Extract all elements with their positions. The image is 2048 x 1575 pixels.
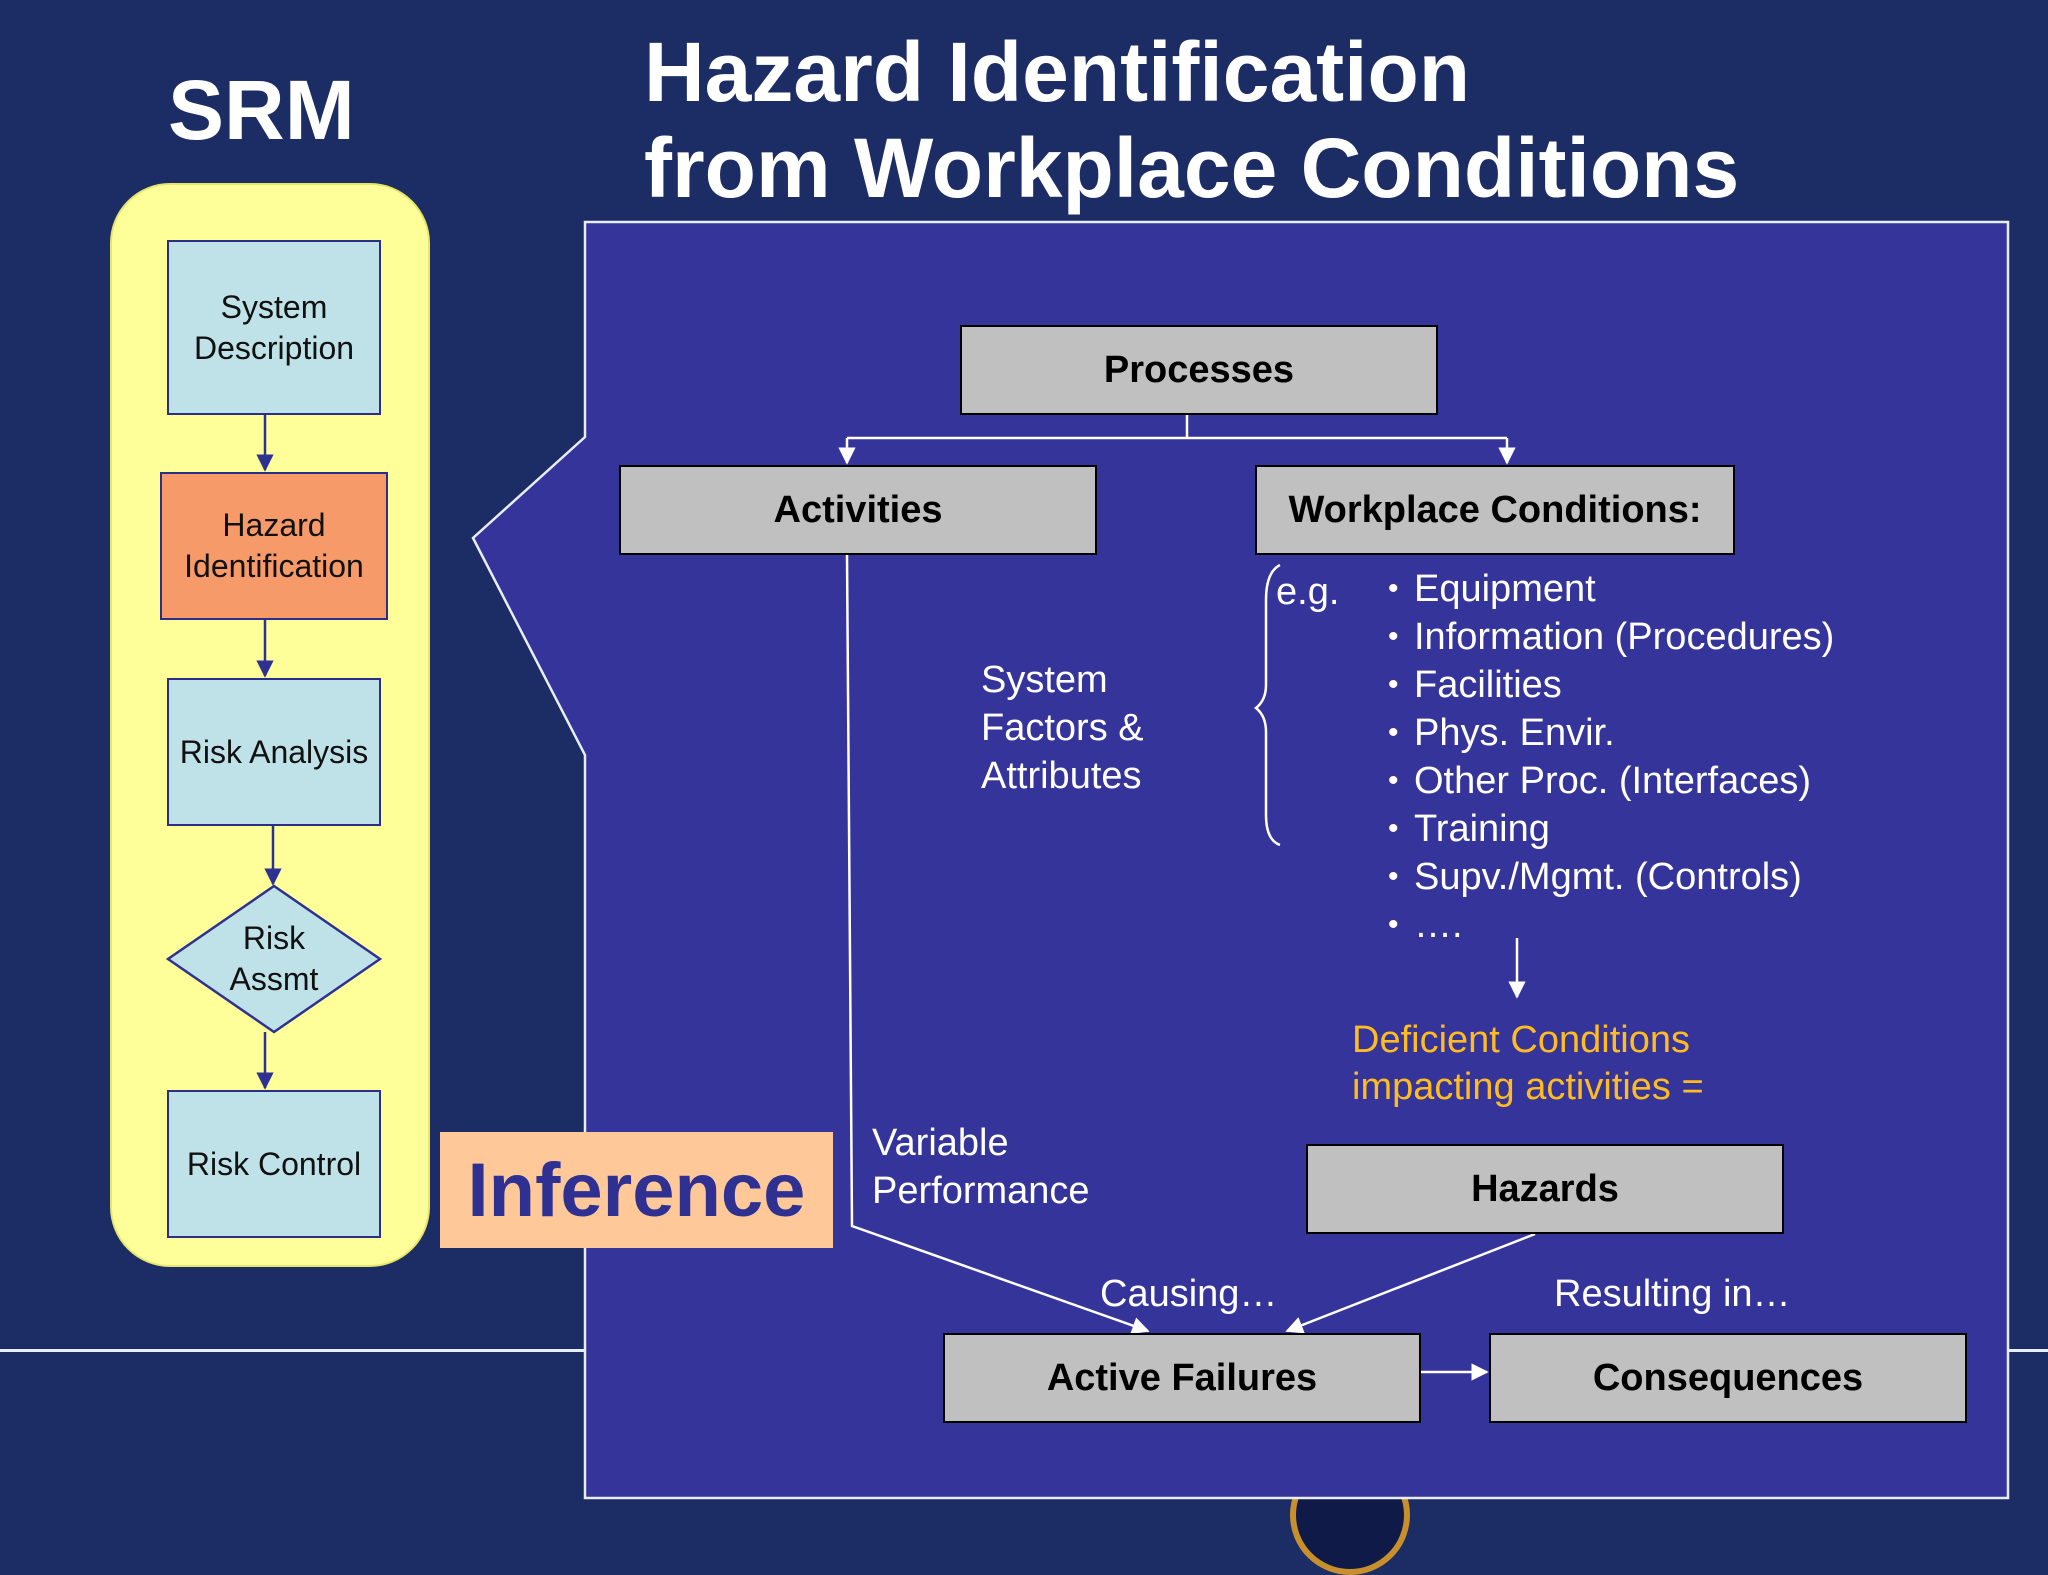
curly-brace [1254, 563, 1281, 847]
activities-to-active-failures [845, 554, 1150, 1334]
list-item-text: Supv./Mgmt. (Controls) [1414, 856, 1802, 898]
system-factors-label: System Factors & Attributes [981, 656, 1144, 800]
variable-line: Variable [872, 1122, 1009, 1164]
inference-box: Inference [440, 1132, 833, 1248]
active-failures-box: Active Failures [943, 1333, 1421, 1423]
srm-step-risk-analysis: Risk Analysis [167, 678, 381, 826]
inference-label: Inference [467, 1147, 806, 1233]
page-title-line-1: Hazard Identification [644, 25, 1471, 119]
eg-label: e.g. [1276, 571, 1340, 613]
list-item: •Other Proc. (Interfaces) [1388, 760, 1812, 802]
list-item-text: Facilities [1414, 664, 1562, 706]
list-item: •Information (Procedures) [1388, 616, 1835, 658]
hazards-to-active-failures [1285, 1232, 1536, 1334]
srm-step-risk-control: Risk Control [167, 1090, 381, 1238]
risk-assessment-diamond [165, 884, 383, 1034]
list-item: •…. [1388, 904, 1463, 946]
list-item-text: Other Proc. (Interfaces) [1414, 760, 1812, 802]
srm-step-risk-assessment: Risk Assmt [167, 886, 381, 1032]
variable-line: Performance [872, 1170, 1090, 1212]
srm-title: SRM [168, 63, 355, 157]
srm-step-hazard-identification: Hazard Identification [160, 472, 388, 620]
list-item-text: Training [1414, 808, 1550, 850]
list-item-text: Equipment [1414, 568, 1596, 610]
list-item: •Supv./Mgmt. (Controls) [1388, 856, 1802, 898]
list-item-text: Information (Procedures) [1414, 616, 1835, 658]
system-factors-line: Attributes [981, 755, 1142, 797]
resulting-in-label: Resulting in… [1554, 1273, 1791, 1315]
page-title-line-2: from Workplace Conditions [644, 121, 1740, 215]
deficient-line: impacting activities = [1352, 1066, 1704, 1108]
variable-performance-label: Variable Performance [872, 1119, 1090, 1215]
slide-divider-left [0, 1349, 590, 1352]
list-item-text: Phys. Envir. [1414, 712, 1615, 754]
list-item: •Training [1388, 808, 1550, 850]
workplace-conditions-box: Workplace Conditions: [1255, 465, 1735, 555]
slide-divider-right [2002, 1349, 2048, 1352]
list-item: •Facilities [1388, 664, 1562, 706]
system-factors-line: System [981, 659, 1108, 701]
srm-step-system-description: System Description [167, 240, 381, 415]
system-factors-line: Factors & [981, 707, 1144, 749]
risk-assessment-label: Risk Assmt [229, 920, 319, 997]
workplace-conditions-list: •Equipment •Information (Procedures) •Fa… [1388, 565, 1834, 949]
deficient-conditions-label: Deficient Conditions impacting activitie… [1352, 1017, 1704, 1111]
list-item-text: …. [1414, 904, 1463, 946]
list-item: •Phys. Envir. [1388, 712, 1615, 754]
processes-box: Processes [960, 325, 1438, 415]
list-item: •Equipment [1388, 568, 1596, 610]
page-title: Hazard Identification from Workplace Con… [644, 24, 1739, 216]
hazards-box: Hazards [1306, 1144, 1784, 1234]
consequences-box: Consequences [1489, 1333, 1967, 1423]
deficient-line: Deficient Conditions [1352, 1019, 1690, 1061]
causing-label: Causing… [1100, 1273, 1278, 1315]
activities-box: Activities [619, 465, 1097, 555]
